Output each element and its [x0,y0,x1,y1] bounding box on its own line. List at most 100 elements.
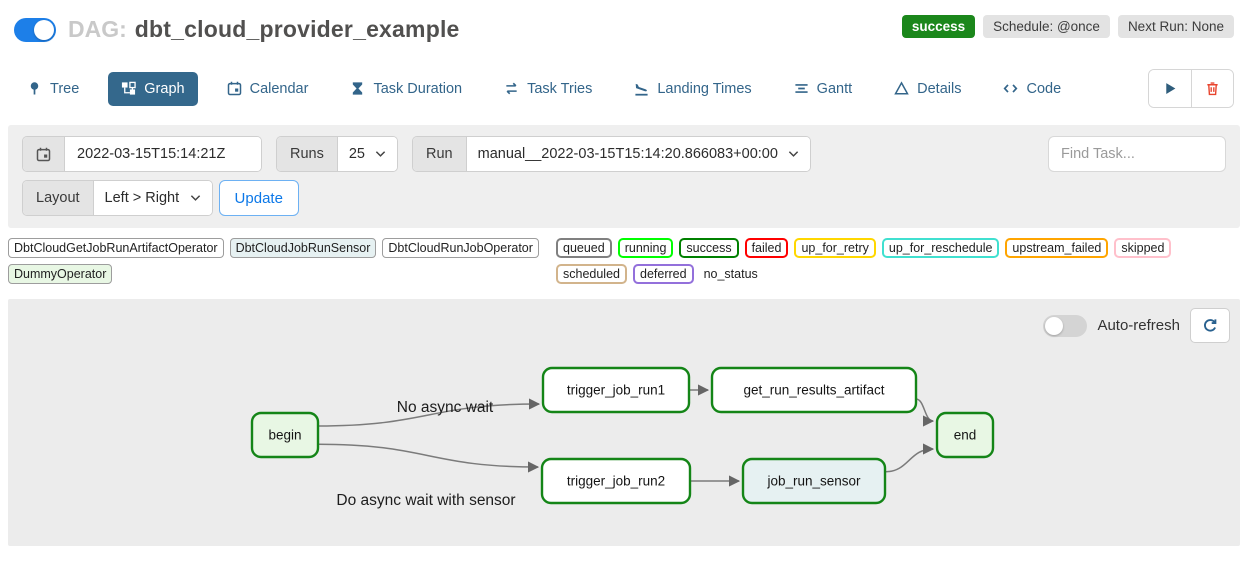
auto-refresh-label: Auto-refresh [1097,317,1180,334]
code-icon [1003,81,1018,96]
runs-count-select[interactable]: 25 [337,137,397,171]
tab-label: Details [917,80,962,97]
base-date-input[interactable] [65,137,261,171]
delete-dag-button[interactable] [1191,70,1233,107]
tab-calendar[interactable]: Calendar [214,72,322,106]
status-badge-failed: failed [744,238,789,258]
dag-graph: No async wait Do async wait with sensor be… [250,366,995,509]
status-badge-up_for_retry: up_for_retry [794,238,876,258]
refresh-icon [1202,318,1218,334]
landing-icon [634,81,649,96]
run-label: Run [413,137,467,171]
tab-graph[interactable]: Graph [108,71,198,106]
dag-node-trigger_job_run1[interactable]: trigger_job_run1 [541,366,691,414]
gantt-icon [794,81,809,96]
chevron-down-icon [190,194,201,202]
runs-label: Runs [277,137,338,171]
tab-gantt[interactable]: Gantt [781,72,865,106]
tab-label: Tree [50,80,80,97]
dag-node-job_run_sensor[interactable]: job_run_sensor [741,457,887,505]
header-badges: success Schedule: @once Next Run: None [901,15,1234,38]
refresh-button[interactable] [1190,308,1230,343]
details-icon [894,81,909,96]
dag-header: DAG: dbt_cloud_provider_example success … [0,0,1248,43]
trash-icon [1205,81,1220,96]
tab-label: Calendar [249,80,309,97]
status-badge-queued: queued [556,238,612,258]
svg-text:job_run_sensor: job_run_sensor [766,474,861,489]
tab-label: Gantt [816,80,853,97]
dag-edge-begin-to-trigger_job_run1 [317,398,541,427]
dag-node-end[interactable]: end [935,411,995,459]
calendar-icon [227,81,242,96]
status-badge-up_for_reschedule: up_for_reschedule [881,238,1000,258]
run-select[interactable]: manual__2022-03-15T15:14:20.866083+00:00 [466,137,810,171]
page-title: dbt_cloud_provider_example [134,16,460,42]
dag-edge-get_run_results_artifact-to-end [915,398,935,427]
operator-badge: DummyOperator [8,264,113,284]
base-date-group [22,136,262,172]
tab-label: Landing Times [657,80,752,97]
filter-bar: Runs 25 Run manual__2022-03-15T15:14:20.… [8,125,1240,228]
dag-action-buttons [1148,69,1234,108]
tab-code[interactable]: Code [990,72,1074,106]
operator-badge: DbtCloudJobRunSensor [229,238,377,258]
svg-text:get_run_results_artifact: get_run_results_artifact [743,383,884,398]
chevron-down-icon [375,150,386,158]
operator-badge: DbtCloudGetJobRunArtifactOperator [8,238,224,258]
refresh-controls: Auto-refresh [1043,308,1230,343]
dag-prefix: DAG: [68,16,127,42]
tab-task-tries[interactable]: Task Tries [491,72,605,106]
schedule-badge: Schedule: @once [983,15,1110,38]
graph-icon [121,81,136,96]
tab-label: Code [1026,80,1062,97]
layout-label: Layout [23,181,94,215]
find-task-wrapper [1048,136,1226,172]
status-badge-deferred: deferred [633,264,694,284]
chevron-down-icon [788,150,799,158]
status-badge-running: running [617,238,674,258]
tab-label: Task Duration [373,80,463,97]
dag-node-get_run_results_artifact[interactable]: get_run_results_artifact [710,366,918,414]
filter-row-1: Runs 25 Run manual__2022-03-15T15:14:20.… [22,136,1226,172]
tab-details[interactable]: Details [881,72,974,106]
dag-pause-toggle[interactable] [14,17,56,42]
toggle-knob [1045,316,1064,335]
svg-text:end: end [954,428,977,443]
edge-label: Do async wait with sensor [336,492,515,509]
dag-edge-begin-to-trigger_job_run2 [317,443,540,473]
tab-task-duration[interactable]: Task Duration [337,72,475,106]
next-run-badge: Next Run: None [1117,15,1234,38]
tab-label: Graph [144,80,185,97]
svg-text:trigger_job_run2: trigger_job_run2 [567,474,665,489]
repeat-icon [504,81,519,96]
status-badge-success: success [679,238,739,258]
play-icon [1163,81,1178,96]
operator-badge: DbtCloudRunJobOperator [382,238,539,258]
dag-node-trigger_job_run2[interactable]: trigger_job_run2 [540,457,692,505]
view-tabs: Tree Graph Calendar Task Duration Task Tries… [0,69,1248,108]
status-badge-skipped: skipped [1114,238,1172,258]
tree-icon [27,81,42,96]
status-badge: success [901,15,976,38]
run-group: Run manual__2022-03-15T15:14:20.866083+0… [412,136,811,172]
layout-group: Layout Left > Right [22,180,213,216]
edge-label: No async wait [397,399,494,416]
tab-landing-times[interactable]: Landing Times [621,72,764,106]
tab-tree[interactable]: Tree [14,72,92,106]
layout-select-value: Left > Right [104,190,180,206]
dag-node-begin[interactable]: begin [250,411,320,459]
auto-refresh-toggle[interactable] [1043,314,1088,337]
tab-label: Task Tries [527,80,593,97]
svg-text:begin: begin [268,428,301,443]
calendar-picker-button[interactable] [23,137,65,171]
find-task-input[interactable] [1048,136,1226,172]
trigger-dag-button[interactable] [1149,70,1191,107]
filter-row-2: Layout Left > Right Update [22,180,1226,216]
layout-select[interactable]: Left > Right [93,181,212,215]
update-button[interactable]: Update [218,180,299,216]
status-badge-upstream_failed: upstream_failed [1005,238,1109,258]
status-label-no-status: no_status [703,267,758,281]
